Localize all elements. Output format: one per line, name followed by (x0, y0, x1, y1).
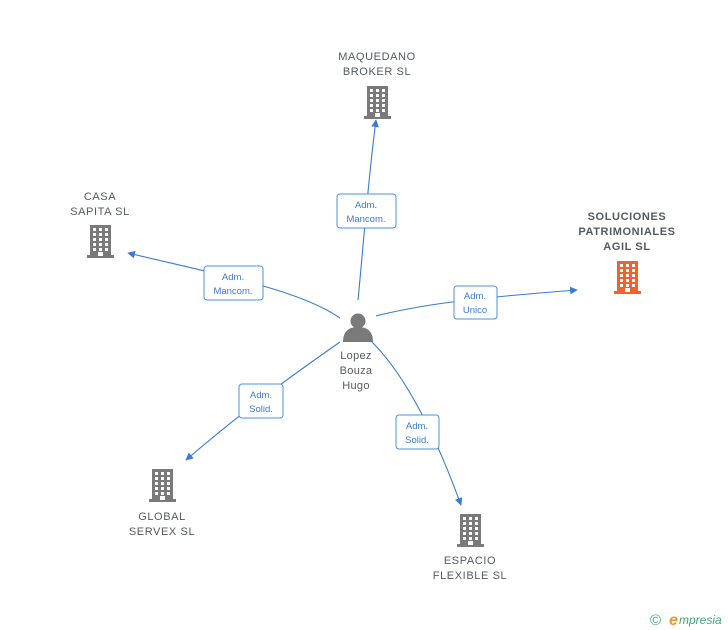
svg-text:Solid.: Solid. (405, 435, 429, 446)
person-name-line: Lopez (340, 350, 371, 362)
svg-text:Solid.: Solid. (249, 404, 273, 415)
svg-text:Mancom.: Mancom. (213, 286, 252, 297)
relation-label: Adm. Mancom. (336, 193, 397, 229)
person-name-line: Bouza (340, 365, 373, 377)
svg-text:Adm.: Adm. (406, 421, 428, 432)
edge-espacio-flexible (371, 341, 463, 506)
svg-text:Adm.: Adm. (355, 200, 377, 211)
svg-text:Adm.: Adm. (250, 390, 272, 401)
building-icon (87, 225, 114, 258)
building-icon (364, 86, 391, 119)
svg-text:ESPACIO: ESPACIO (444, 555, 496, 567)
brand-logo: © e mpresia (650, 612, 722, 629)
svg-text:SERVEX SL: SERVEX SL (129, 526, 195, 538)
svg-text:Mancom.: Mancom. (346, 214, 385, 225)
svg-text:FLEXIBLE SL: FLEXIBLE SL (433, 570, 507, 582)
svg-text:CASA: CASA (84, 191, 116, 203)
svg-text:PATRIMONIALES: PATRIMONIALES (578, 226, 675, 238)
copyright-symbol: © (650, 612, 661, 629)
svg-text:MAQUEDANO: MAQUEDANO (338, 51, 416, 63)
person-icon (343, 313, 373, 342)
person-node[interactable]: Lopez Bouza Hugo (340, 313, 373, 393)
svg-text:Unico: Unico (463, 305, 487, 316)
svg-text:GLOBAL: GLOBAL (138, 511, 186, 523)
svg-text:mpresia: mpresia (679, 613, 722, 627)
svg-text:SAPITA SL: SAPITA SL (70, 206, 130, 218)
company-node-espacio-flexible[interactable]: ESPACIO FLEXIBLE SL (433, 514, 507, 582)
company-node-casa-sapita[interactable]: CASA SAPITA SL (70, 191, 130, 258)
relation-label: Adm. Solid. (395, 414, 440, 450)
svg-text:Adm.: Adm. (464, 291, 486, 302)
company-node-global-servex[interactable]: GLOBAL SERVEX SL (129, 469, 195, 538)
svg-text:BROKER SL: BROKER SL (343, 66, 411, 78)
building-icon (149, 469, 176, 502)
company-node-maquedano[interactable]: MAQUEDANO BROKER SL (338, 51, 416, 119)
building-icon (614, 261, 641, 294)
relation-label: Adm. Unico (453, 285, 498, 320)
relation-label: Adm. Solid. (238, 383, 284, 419)
edges (127, 119, 578, 506)
person-name-line: Hugo (342, 380, 370, 392)
svg-text:Adm.: Adm. (222, 272, 244, 283)
svg-text:e: e (669, 612, 678, 629)
svg-text:SOLUCIONES: SOLUCIONES (588, 211, 667, 223)
company-node-soluciones[interactable]: SOLUCIONES PATRIMONIALES AGIL SL (578, 211, 675, 294)
svg-text:AGIL SL: AGIL SL (603, 241, 650, 253)
relation-label: Adm. Mancom. (203, 265, 264, 301)
building-icon (457, 514, 484, 547)
